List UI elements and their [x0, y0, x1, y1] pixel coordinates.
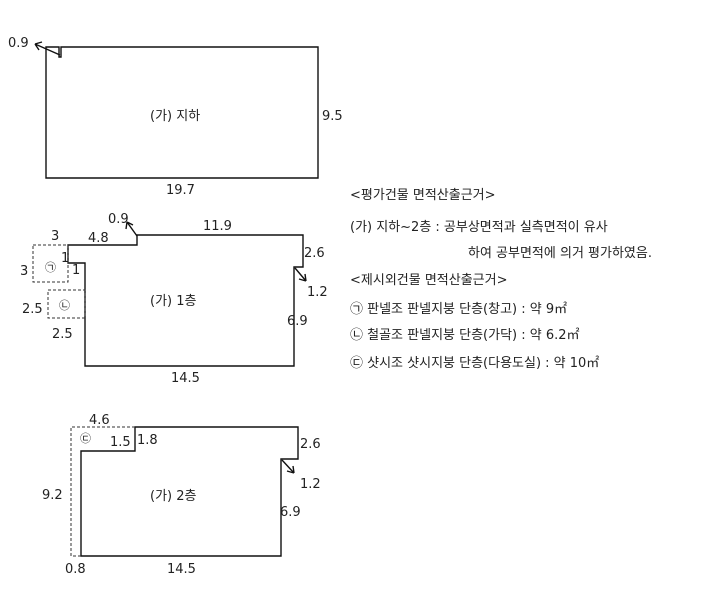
- floor1-dim-ext-a-left: 3: [20, 264, 28, 279]
- floor2-dim-left: 9.2: [42, 488, 63, 503]
- floor2-label: (가) 2층: [150, 489, 197, 504]
- floor2-dim-top-notch: 1.5: [110, 435, 131, 450]
- floor1-dim-ext-a-top: 3: [51, 229, 59, 244]
- floor2-dim-bottom-left: 0.8: [65, 562, 86, 577]
- basement-dim-bottom: 19.7: [166, 183, 195, 198]
- floor2-dim-top-ext: 4.6: [89, 413, 110, 428]
- basement-dim-notch: 0.9: [8, 36, 29, 51]
- floor2-ext-c-outline: [70, 426, 135, 557]
- notes-line-1: (가) 지하~2층 : 공부상면적과 실측면적이 유사: [350, 220, 608, 235]
- floor1-dim-top-step: 0.9: [108, 212, 129, 227]
- floor1-dim-ext-a-right: 1: [61, 251, 69, 266]
- notes-heading-area-basis: <평가건물 면적산출근거>: [350, 188, 496, 203]
- floor1-right-arrow: [294, 267, 307, 282]
- floor2-plan: 4.6 1.5 1.8 2.6 1.2 6.9 9.2 0.8 14.5 ㉢ (…: [42, 413, 321, 577]
- floor1-dim-right-top: 2.6: [304, 246, 325, 261]
- floor1-dim-ext-b-left: 2.5: [22, 302, 43, 317]
- floor1-ext-b-outline: [47, 289, 86, 319]
- floor2-dim-right-top: 2.6: [300, 437, 321, 452]
- basement-dim-right: 9.5: [322, 109, 343, 124]
- notes-heading-extra-buildings: <제시외건물 면적산출근거>: [350, 273, 508, 288]
- notes-item-b: ㉡ 철골조 판넬지붕 단층(가닥) : 약 6.2㎡: [350, 328, 580, 343]
- floor1-mark-a: ㉠: [45, 261, 56, 274]
- floor1-dim-right-step: 1.2: [307, 285, 328, 300]
- floor2-dim-top-step: 1.8: [137, 433, 158, 448]
- floor1-outline: [67, 234, 304, 367]
- floor1-plan: 3 3 1 1 2.5 2.5 4.8 0.9 11.9 2.6 1.2 6.9…: [20, 212, 328, 386]
- basement-label: (가) 지하: [150, 109, 200, 124]
- notes-item-a: ㉠ 판넬조 판넬지붕 단층(창고) : 약 9㎡: [350, 302, 568, 317]
- floor1-dim-left-notch: 1: [72, 263, 80, 278]
- floor2-dim-bottom: 14.5: [167, 562, 196, 577]
- floor1-dim-bottom: 14.5: [171, 371, 200, 386]
- floor2-mark-c: ㉢: [80, 432, 91, 445]
- floor1-mark-b: ㉡: [59, 299, 70, 312]
- floor2-dim-right-step: 1.2: [300, 477, 321, 492]
- floor1-dim-right-bottom: 6.9: [287, 314, 308, 329]
- floor2-dim-right-bottom: 6.9: [280, 505, 301, 520]
- notes-item-c: ㉢ 샷시조 샷시지붕 단층(다용도실) : 약 10㎡: [350, 356, 600, 371]
- floor1-dim-ext-b-bottom: 2.5: [52, 327, 73, 342]
- floor1-dim-top-left: 4.8: [88, 231, 109, 246]
- floor1-ext-a-outline: [32, 244, 69, 283]
- basement-outline: [45, 46, 319, 179]
- floor1-step-arrow: [125, 221, 138, 237]
- floor1-dim-top-right: 11.9: [203, 219, 232, 234]
- basement-plan: 0.9 9.5 19.7 (가) 지하: [8, 36, 343, 198]
- floor1-label: (가) 1층: [150, 294, 197, 309]
- floor2-right-arrow: [281, 459, 295, 474]
- notes-line-2: 하여 공부면적에 의거 평가하였음.: [468, 246, 652, 261]
- basement-notch-arrow: [34, 41, 61, 56]
- floor2-outline: [80, 426, 299, 557]
